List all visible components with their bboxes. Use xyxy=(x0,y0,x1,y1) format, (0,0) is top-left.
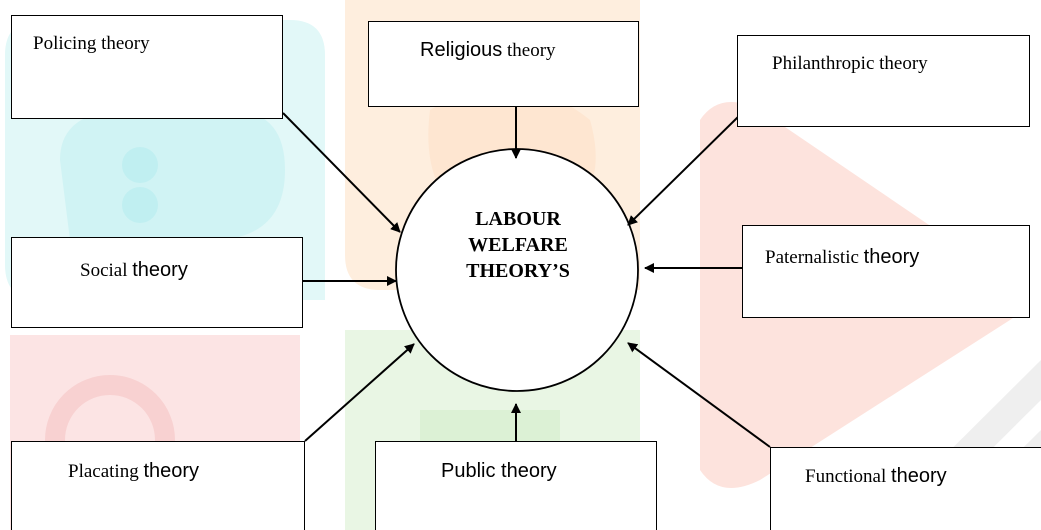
box-public-theory: Public theory xyxy=(375,441,657,530)
box-paternalistic-theory: Paternalistic theory xyxy=(742,225,1030,318)
box-policing-theory: Policing theory xyxy=(11,15,283,119)
paternalistic-word: Paternalistic xyxy=(765,247,859,268)
religious-word: Religious xyxy=(420,39,503,61)
philanthropic-theory-label: Philanthropic theory xyxy=(772,53,928,74)
arrow-policing xyxy=(282,112,401,233)
arrow-functional xyxy=(627,342,771,448)
center-title: LABOUR WELFARE THEORY’S xyxy=(418,206,618,284)
center-line-2: WELFARE xyxy=(468,234,568,256)
religious-suffix: theory xyxy=(507,40,556,61)
box-social-theory: Social theory xyxy=(11,237,303,328)
social-suffix: theory xyxy=(132,259,188,281)
placating-suffix: theory xyxy=(143,460,200,482)
social-word: Social xyxy=(80,260,128,281)
public-theory-label: Public theory xyxy=(441,460,557,482)
box-religious-theory: Religious theory xyxy=(368,21,639,107)
policing-theory-label: Policing theory xyxy=(33,33,150,54)
functional-suffix: theory xyxy=(891,465,947,487)
paternalistic-suffix: theory xyxy=(863,246,920,268)
box-functional-theory: Functional theory xyxy=(770,447,1041,530)
center-line-1: LABOUR xyxy=(475,208,561,230)
functional-word: Functional xyxy=(805,466,887,487)
placating-word: Placating xyxy=(68,461,139,482)
arrow-philanthropic xyxy=(627,114,741,226)
box-philanthropic-theory: Philanthropic theory xyxy=(737,35,1030,127)
arrow-placating xyxy=(304,343,415,442)
center-line-3: THEORY’S xyxy=(466,260,570,282)
box-placating-theory: Placating theory xyxy=(11,441,305,530)
